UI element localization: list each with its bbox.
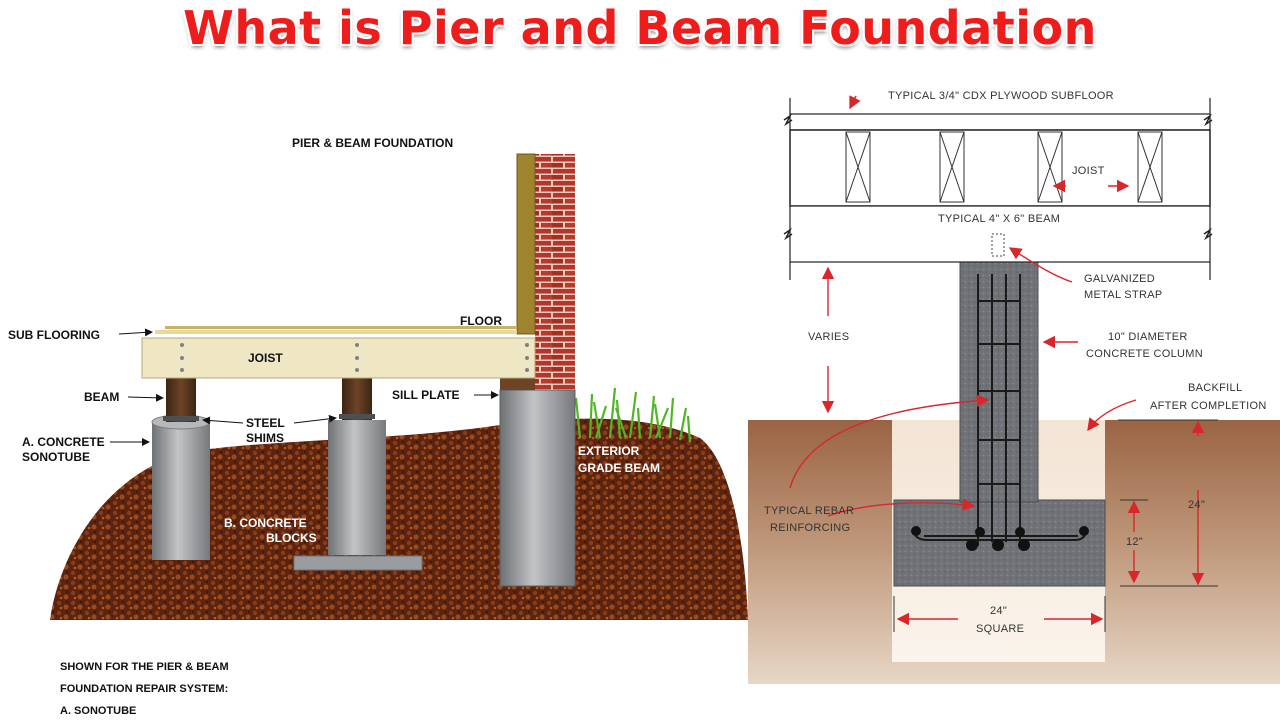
label-varies: VARIES [808,331,849,343]
label-sub-flooring: SUB FLOORING [8,328,100,342]
label-exterior-grade-beam: EXTERIOR [578,444,640,458]
concrete-blocks [328,420,386,555]
label-square: SQUARE [976,623,1024,635]
wood-post [342,376,372,420]
joist [141,337,536,379]
dim-24-height: 24" [1188,499,1205,511]
label-backfill: BACKFILL [1188,382,1242,394]
label-backfill-2: AFTER COMPLETION [1150,400,1267,412]
label-column: 10" DIAMETER [1108,331,1188,343]
label-subfloor: TYPICAL 3/4" CDX PLYWOOD SUBFLOOR [888,90,1114,102]
label-steel-shims: STEEL [246,416,285,430]
page-title: What is Pier and Beam Foundation [183,1,1097,55]
wood-post [166,376,196,422]
framing [789,98,1211,280]
label-strap: GALVANIZED [1084,273,1155,285]
label-exterior-grade-beam-2: GRADE BEAM [578,461,660,475]
pier-beam-illustration: PIER & BEAM FOUNDATION FLOOR SUB FLOORIN… [8,136,748,620]
concrete-sonotube [152,422,210,560]
joist-x-bracing [845,131,1163,203]
foundation-notes: SHOWN FOR THE PIER & BEAM FOUNDATION REP… [60,656,360,722]
grass [574,387,692,443]
heading-pier-beam: PIER & BEAM FOUNDATION [292,136,453,150]
brick-wall [535,154,575,390]
label-rebar: TYPICAL REBAR [764,505,854,517]
label-column-2: CONCRETE COLUMN [1086,348,1203,360]
label-joist-right: JOIST [1072,165,1105,177]
concrete-column [959,261,1039,503]
label-sill-plate: SILL PLATE [392,388,460,402]
label-rebar-2: REINFORCING [770,522,850,534]
rebar-cage [913,274,1087,546]
label-concrete-sonotube-2: SONOTUBE [22,450,90,464]
dim-12: 12" [1126,536,1143,548]
label-concrete-blocks: B. CONCRETE [224,516,307,530]
label-concrete-blocks-2: BLOCKS [266,531,317,545]
label-joist: JOIST [248,351,283,365]
sill-plate [500,378,536,390]
note-line: A. SONOTUBE [60,705,137,717]
sub-flooring [155,330,517,334]
label-beam: BEAM [84,390,119,404]
note-line: FOUNDATION REPAIR SYSTEM: [60,683,229,695]
floor [165,326,517,329]
metal-strap [991,233,1005,257]
label-steel-shims-2: SHIMS [246,431,284,445]
label-floor: FLOOR [460,314,502,328]
exterior-grade-beam [499,389,576,587]
technical-section-drawing: TYPICAL 3/4" CDX PLYWOOD SUBFLOOR JOIST … [748,90,1280,684]
note-line: SHOWN FOR THE PIER & BEAM [60,661,229,673]
label-concrete-sonotube: A. CONCRETE [22,435,105,449]
label-strap-2: METAL STRAP [1084,289,1162,301]
label-beam-right: TYPICAL 4" X 6" BEAM [938,213,1060,225]
dim-24-width: 24" [990,605,1007,617]
